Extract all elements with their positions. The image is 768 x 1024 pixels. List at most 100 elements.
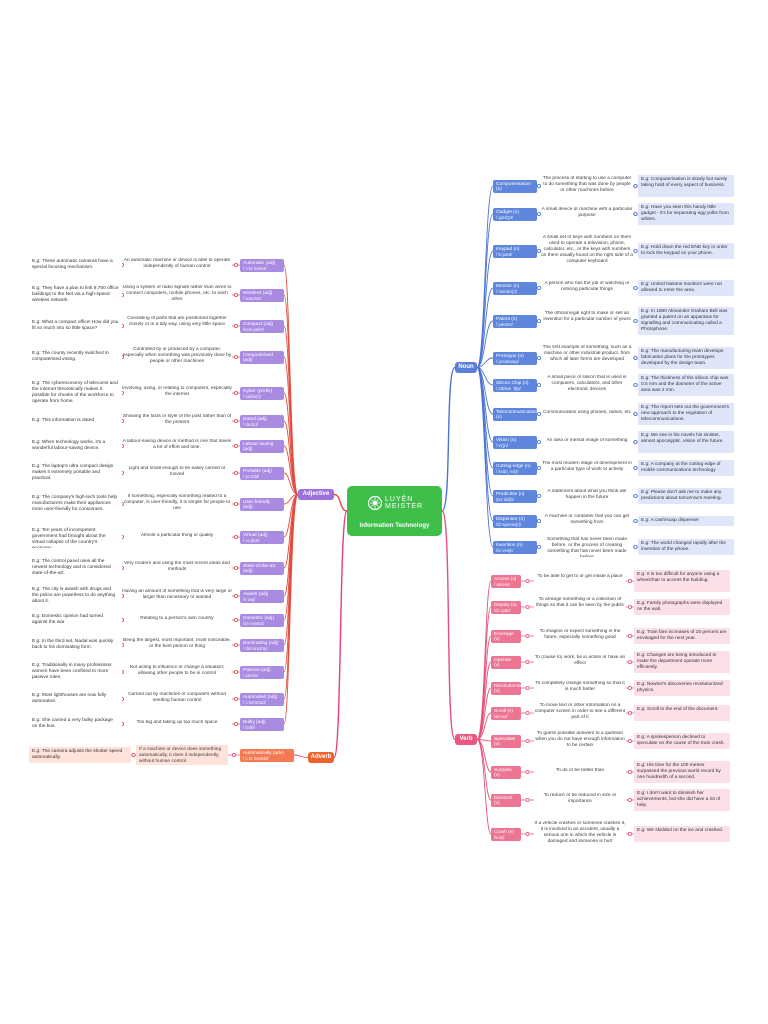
definition-adjective-3[interactable]: Controlled by or produced by a computer,… bbox=[122, 347, 232, 364]
term-noun-11[interactable]: Dispenser (n)/dɪˈspensə(r)/ bbox=[493, 514, 537, 528]
example-adjective-12[interactable]: E.g: Domestic opinion had turned against… bbox=[29, 612, 122, 628]
example-verb-1[interactable]: E.g: Family photographs were displayed o… bbox=[634, 599, 730, 615]
example-adjective-4[interactable]: E.g: The cybereconomy of telecoms and th… bbox=[29, 379, 122, 407]
example-noun-6[interactable]: E.g: The thickness of the silicon chip w… bbox=[638, 374, 734, 396]
term-noun-10[interactable]: Prediction (n)/prɪˈdɪkʃn/ bbox=[493, 489, 537, 503]
definition-adjective-10[interactable]: Very modern and using the most recent id… bbox=[124, 561, 230, 572]
term-noun-12[interactable]: Invention (n)/ɪnˈvenʃn/ bbox=[493, 540, 537, 554]
example-adjective-3[interactable]: E.g: The county recently switched to com… bbox=[29, 349, 122, 365]
term-verb-8[interactable]: Diminish (v)/dɪˈmɪnɪʃ/ bbox=[491, 793, 521, 807]
definition-verb-5[interactable]: To move text or other information on a c… bbox=[534, 703, 626, 720]
example-verb-2[interactable]: E.g: Train fare increases of 15 percent … bbox=[634, 628, 730, 644]
term-adjective-10[interactable]: State-of-the-art (adj)/ˌsteɪt əv ði ˈɑːt… bbox=[240, 561, 284, 575]
example-adjective-9[interactable]: E.g: Ten years of incompetent government… bbox=[29, 526, 122, 548]
definition-noun-6[interactable]: A small piece of silicon that is used in… bbox=[547, 375, 627, 392]
term-verb-5[interactable]: Scroll (v)/skrəʊl/ bbox=[491, 706, 521, 720]
definition-adjective-6[interactable]: A labour-saving device or method is one … bbox=[122, 439, 232, 450]
example-adjective-8[interactable]: E.g: The company's high-tech tools help … bbox=[29, 493, 122, 515]
example-verb-8[interactable]: E.g: I don't want to diminish her achiev… bbox=[634, 789, 730, 811]
definition-verb-4[interactable]: To completely change something so that i… bbox=[535, 681, 625, 692]
term-adjective-12[interactable]: Domestic (adj)/dəˈmestɪk/ bbox=[240, 613, 284, 627]
example-adjective-5[interactable]: E.g: This information is dated bbox=[29, 416, 122, 426]
term-verb-4[interactable]: Revolutionise (v)/ˌrevəˈluːʃənaɪz/ bbox=[491, 681, 521, 695]
example-adjective-11[interactable]: E.g: The city is awash with drugs and th… bbox=[29, 585, 122, 607]
definition-noun-12[interactable]: Something that has never been made befor… bbox=[546, 537, 627, 557]
term-verb-1[interactable]: Display (v)/dɪˈspleɪ/ bbox=[491, 600, 521, 614]
example-noun-3[interactable]: E.g: United Nations monitors were not al… bbox=[638, 280, 734, 296]
example-verb-5[interactable]: E.g: Scroll to the end of the document. bbox=[634, 705, 730, 721]
term-adjective-6[interactable]: Labour-saving (adj)/ˈleɪbə seɪvɪŋ/ bbox=[240, 439, 284, 453]
definition-noun-8[interactable]: An idea or mental image of something bbox=[546, 438, 628, 443]
term-adjective-4[interactable]: Cyber (prefix)/ˈsaɪbə(r)/ bbox=[240, 386, 284, 400]
example-noun-5[interactable]: E.g: The manufacturing team develops fab… bbox=[638, 347, 734, 369]
term-adjective-5[interactable]: Dated (adj)/ˈdeɪtɪd/ bbox=[240, 414, 284, 428]
term-noun-9[interactable]: Cutting-edge (n)/ˌkʌtɪŋ ˈedʒ/ bbox=[493, 461, 537, 475]
definition-adjective-4[interactable]: Involving, using, or relating to compute… bbox=[122, 386, 232, 397]
term-adjective-11[interactable]: Awash (adj)/əˈwɒʃ/ bbox=[240, 589, 284, 603]
term-verb-9[interactable]: Crash (v)/kræʃ/ bbox=[491, 827, 521, 841]
example-verb-3[interactable]: E.g: Changes are being introduced to mak… bbox=[634, 651, 730, 673]
example-verb-6[interactable]: E.g: A spokesperson declined to speculat… bbox=[634, 733, 730, 749]
term-adjective-13[interactable]: Dominating (adj)/ˈdɒmɪneɪtɪŋ/ bbox=[240, 638, 284, 652]
definition-adjective-16[interactable]: Too big and taking up too much space bbox=[136, 720, 218, 725]
term-noun-5[interactable]: Prototype (n)/ˈprəʊtətaɪp/ bbox=[493, 351, 537, 365]
example-adjective-10[interactable]: E.g: The control panel uses all the newe… bbox=[29, 557, 122, 579]
example-noun-9[interactable]: E.g: A company at the cutting edge of mo… bbox=[638, 460, 734, 476]
branch-noun[interactable]: Noun bbox=[455, 362, 477, 373]
example-adjective-14[interactable]: E.g: Traditionally in many professions w… bbox=[29, 661, 122, 683]
example-noun-2[interactable]: E.g: Hold down the red END key in order … bbox=[638, 243, 734, 259]
definition-noun-11[interactable]: A machine or container that you can get … bbox=[544, 514, 630, 525]
definition-adjective-0[interactable]: An automatic machine or device is able t… bbox=[123, 258, 231, 269]
definition-verb-9[interactable]: If a vehicle crashes or someone crashes … bbox=[534, 821, 626, 844]
example-adverb-0[interactable]: E.g: The camera adjusts the shutter spee… bbox=[29, 747, 131, 763]
definition-adverb-0[interactable]: If a machine or device does something au… bbox=[136, 745, 228, 765]
branch-verb[interactable]: Verb bbox=[455, 734, 477, 745]
example-adjective-2[interactable]: E.g: What a compact office! How did you … bbox=[29, 318, 122, 334]
term-adjective-9[interactable]: Virtual (adj)/ˈvɜːtʃuəl/ bbox=[240, 530, 284, 544]
definition-verb-3[interactable]: To (cause to) work, be in action or have… bbox=[534, 655, 626, 666]
example-noun-0[interactable]: E.g: Computerisation is slowly but surel… bbox=[638, 175, 734, 197]
definition-noun-1[interactable]: A small device or machine with a particu… bbox=[541, 207, 633, 218]
term-noun-3[interactable]: Monitor (n)/ˈmɒnɪtə(r)/ bbox=[493, 281, 537, 295]
branch-adjective[interactable]: Adjective bbox=[298, 489, 334, 500]
example-adjective-6[interactable]: E.g: When technology works, it's a wonde… bbox=[29, 438, 122, 454]
example-adjective-1[interactable]: E.g: They have a plan to link 9,700 offi… bbox=[29, 284, 122, 306]
term-adjective-16[interactable]: Bulky (adj)/ˈbʌlki/ bbox=[240, 717, 284, 731]
definition-verb-6[interactable]: To guess possible answers to a question … bbox=[535, 731, 625, 748]
example-noun-11[interactable]: E.g: A cash/soap dispenser bbox=[638, 516, 734, 526]
branch-adverb[interactable]: Adverb bbox=[308, 752, 334, 763]
term-noun-2[interactable]: Keypad (n)/ˈkiːpæd/ bbox=[493, 244, 537, 258]
term-noun-8[interactable]: Vision (n)/ˈvɪʒn/ bbox=[493, 435, 537, 449]
example-verb-9[interactable]: E.g: We skidded on the ice and crashed. bbox=[634, 826, 730, 842]
central-topic[interactable]: LUYỆN MEISTER Information Technology bbox=[347, 486, 442, 536]
term-adjective-14[interactable]: Passive (adj)/ˈpæsɪv/ bbox=[240, 665, 284, 679]
definition-adjective-5[interactable]: Showing the facts or style of the past r… bbox=[122, 414, 232, 425]
term-noun-0[interactable]: Computerisation (n)/ˌkəmˈpjuːtəraɪˈzeɪʃn… bbox=[493, 179, 537, 193]
term-verb-0[interactable]: Access (v)/ˈækses/ bbox=[491, 574, 521, 588]
term-adjective-1[interactable]: Wireless (adj)/ˈwaɪələs/ bbox=[240, 288, 284, 302]
term-verb-2[interactable]: Envisage (v)/ɪnˈvɪzɪdʒ/ bbox=[491, 629, 521, 643]
example-verb-4[interactable]: E.g: Newton's discoveries revolutionized… bbox=[634, 680, 730, 696]
definition-noun-2[interactable]: A small set of keys with numbers on them… bbox=[541, 235, 633, 264]
definition-noun-3[interactable]: A person who has the job of watching or … bbox=[544, 281, 630, 292]
term-adjective-8[interactable]: User-friendly (adj)/ˌjuːzə ˈfrendli/ bbox=[240, 497, 284, 511]
definition-adjective-15[interactable]: Carried out by machines or computers wit… bbox=[128, 692, 226, 703]
example-adjective-7[interactable]: E.g: The laptop's ultra compact design m… bbox=[29, 462, 122, 484]
example-noun-1[interactable]: E.g: Have you seen this handy little gad… bbox=[638, 203, 734, 225]
term-adjective-7[interactable]: Portable (adj)/ˈpɔːtəbl/ bbox=[240, 466, 284, 480]
definition-adjective-7[interactable]: Light and small enough to be easily carr… bbox=[128, 466, 226, 477]
definition-verb-1[interactable]: To arrange something or a collection of … bbox=[536, 597, 624, 608]
term-noun-7[interactable]: Telecommunication (n)/ˌtelikəmjuːnɪˈkeɪʃ… bbox=[493, 407, 537, 421]
definition-adjective-9[interactable]: Almost a particular thing or quality bbox=[140, 533, 214, 538]
term-verb-7[interactable]: Surpass (v)/səˈpɑːs/ bbox=[491, 765, 521, 779]
definition-adjective-14[interactable]: Not acting to influence or change a situ… bbox=[129, 665, 225, 676]
term-noun-1[interactable]: Gadget (n)/ˈɡædʒɪt/ bbox=[493, 207, 537, 221]
example-noun-10[interactable]: E.g: Please don't ask me to make any pre… bbox=[638, 488, 734, 504]
definition-verb-8[interactable]: To reduce or be reduced in size or impor… bbox=[543, 793, 617, 804]
definition-adjective-13[interactable]: Being the largest, most important, most … bbox=[123, 638, 231, 649]
example-adjective-0[interactable]: E.g: These automatic cameras have a spec… bbox=[29, 257, 122, 273]
term-adjective-3[interactable]: Computerised (adj)/kəmˈpjuːtəraɪzd/ bbox=[240, 350, 284, 364]
example-adjective-16[interactable]: E.g: She carried a very bulky package on… bbox=[29, 716, 122, 732]
example-noun-12[interactable]: E.g: The world changed rapidly after the… bbox=[638, 539, 734, 555]
definition-adjective-1[interactable]: Using a system of radio signals rather t… bbox=[122, 285, 232, 302]
